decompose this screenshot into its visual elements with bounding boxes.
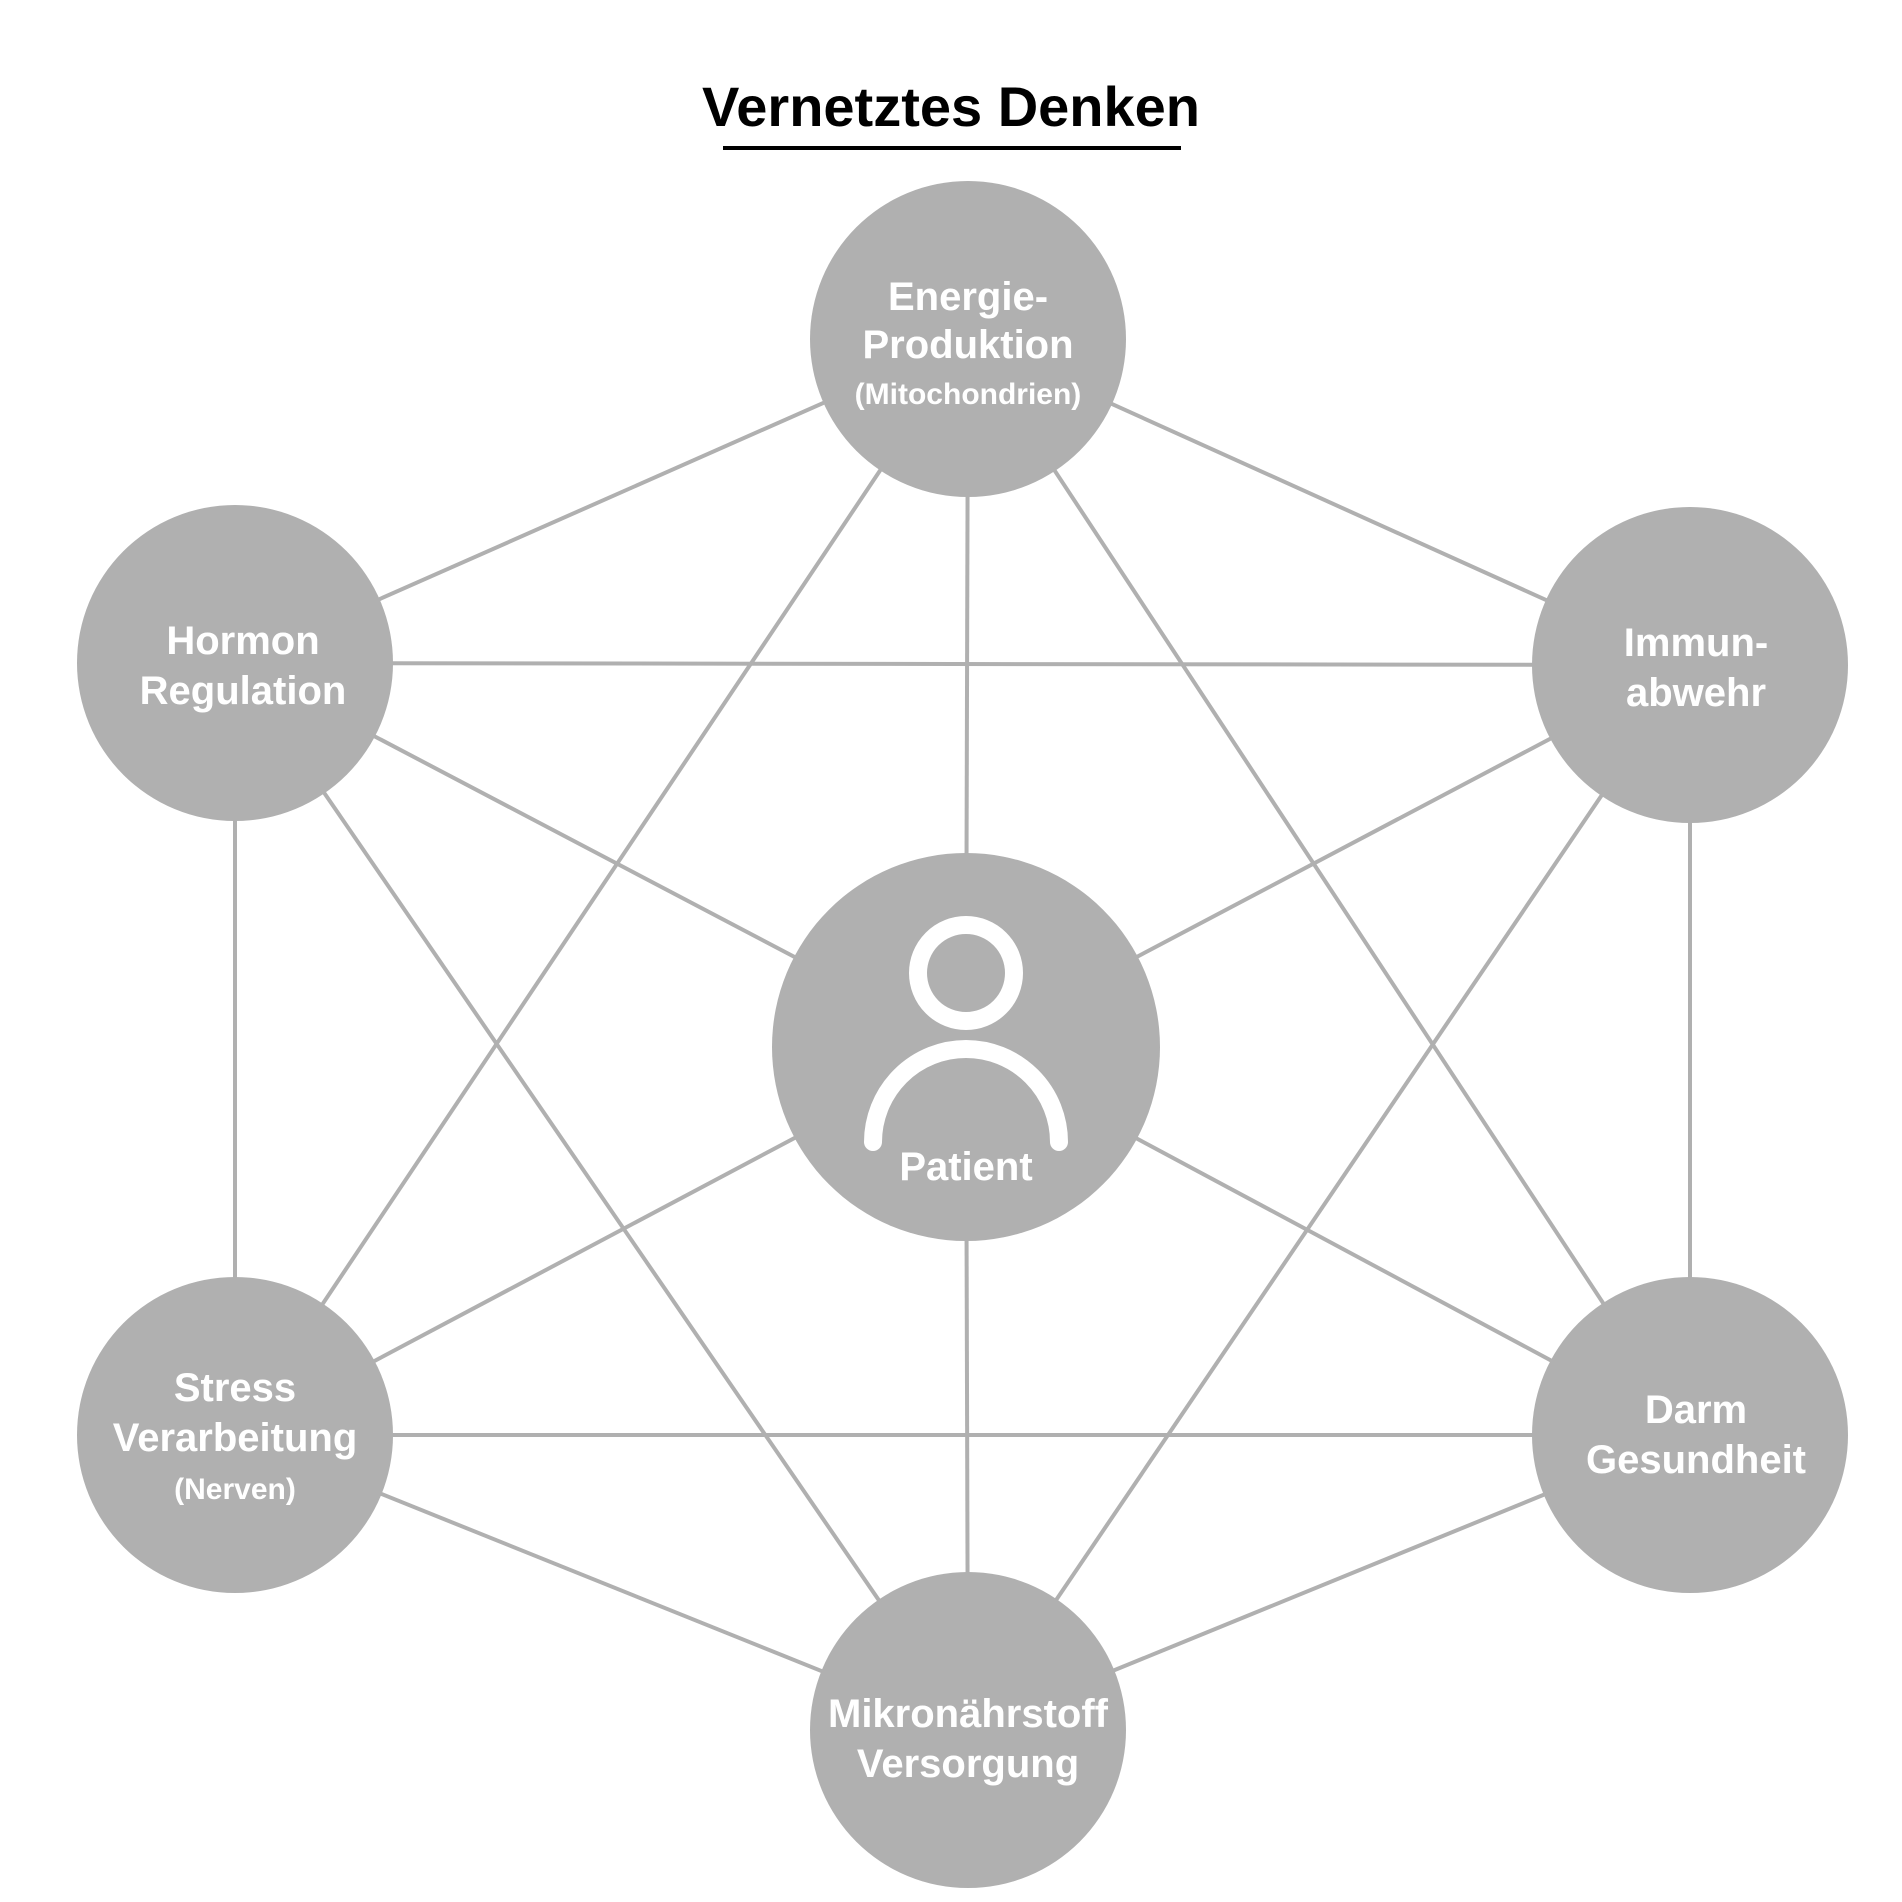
- node-circle: [810, 1572, 1126, 1888]
- connection-line-hormon-immun: [234, 661, 1691, 667]
- node-label-line-1: Stress: [174, 1366, 296, 1410]
- node-label-line-2: abwehr: [1626, 671, 1766, 715]
- node-circle: [810, 181, 1126, 497]
- node-patient: Patient: [772, 853, 1160, 1241]
- node-circle: [1532, 507, 1848, 823]
- node-immunabwehr: Immun- abwehr: [1532, 507, 1848, 823]
- connection-line-immun-mikro: [966, 663, 1692, 1732]
- node-label-line-1: Hormon: [166, 619, 319, 663]
- node-sublabel: (Nerven): [174, 1473, 296, 1506]
- node-label-line-1: Mikronährstoff: [828, 1692, 1109, 1736]
- connection-line-energie-darm: [966, 337, 1692, 1437]
- node-label-line-2: Verarbeitung: [113, 1416, 358, 1460]
- node-circle: [77, 1277, 393, 1593]
- patient-label: Patient: [899, 1145, 1032, 1189]
- node-circle: [77, 505, 393, 821]
- node-label-line-1: Immun-: [1624, 621, 1768, 665]
- node-label-line-1: Energie-: [888, 275, 1048, 319]
- connection-line-hormon-mikro: [233, 661, 970, 1732]
- node-label-line-2: Versorgung: [857, 1742, 1079, 1786]
- node-circle: [1532, 1277, 1848, 1593]
- node-energie-produktion: Energie- Produktion (Mitochondrien): [810, 181, 1126, 497]
- diagram-title: Vernetztes Denken: [702, 75, 1200, 138]
- connection-line-energie-stress: [233, 337, 970, 1437]
- node-hormon-regulation: Hormon Regulation: [77, 505, 393, 821]
- node-label-line-1: Darm: [1645, 1388, 1747, 1432]
- node-label-line-2: Gesundheit: [1586, 1438, 1806, 1482]
- node-darm-gesundheit: Darm Gesundheit: [1532, 1277, 1848, 1593]
- node-stress-verarbeitung: Stress Verarbeitung (Nerven): [77, 1277, 393, 1593]
- node-label-line-2: Produktion: [862, 323, 1073, 367]
- node-sublabel: (Mitochondrien): [855, 378, 1082, 411]
- person-icon: [864, 916, 1068, 1151]
- node-label-line-2: Regulation: [140, 669, 347, 713]
- node-mikronaehrstoff-versorgung: Mikronährstoff Versorgung: [810, 1572, 1126, 1888]
